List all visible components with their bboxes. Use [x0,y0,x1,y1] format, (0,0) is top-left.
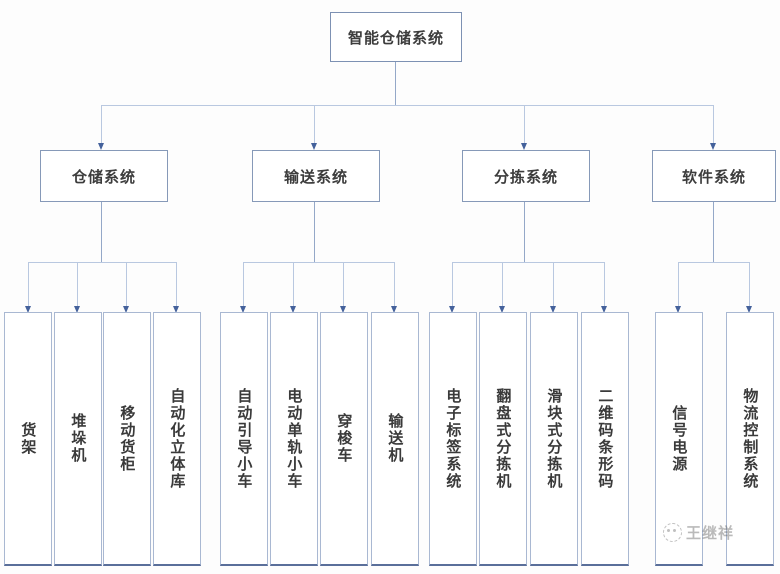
arrow-leaf-0-0 [24,306,31,313]
node-root[interactable]: 智能仓储系统 [330,12,462,62]
connector-group1-bar [243,262,394,263]
node-leaf-label: 电动单轨小车 [285,387,304,490]
arrow-leaf-2-2 [549,306,556,313]
connector-group2-leafdrop-1 [502,262,503,306]
connector-group3-bar [678,262,749,263]
connector-branch-drop-1 [314,105,315,143]
node-leaf-label: 物流控制系统 [741,387,760,490]
node-branch-software[interactable]: 软件系统 [652,150,776,202]
arrow-leaf-0-3 [172,306,179,313]
connector-group3-stem [713,202,714,262]
arrow-leaf-1-1 [289,306,296,313]
node-leaf-label: 电子标签系统 [444,387,463,490]
node-leaf-sliding-shoe-sorter[interactable]: 滑块式分拣机 [530,312,578,566]
connector-group0-stem [101,202,102,262]
node-leaf-label: 移动货柜 [118,404,137,473]
connector-group2-leafdrop-3 [604,262,605,306]
connector-root-stem [395,62,396,105]
connector-group1-leafdrop-1 [293,262,294,306]
node-branch-label: 软件系统 [681,167,746,186]
arrow-leaf-2-3 [600,306,607,313]
connector-group1-leafdrop-3 [394,262,395,306]
node-leaf-label: 滑块式分拣机 [545,387,564,490]
connector-group0-bar [28,262,176,263]
arrow-leaf-1-2 [339,306,346,313]
connector-group0-leafdrop-3 [176,262,177,306]
node-leaf-qr-barcode[interactable]: 二维码条形码 [581,312,629,566]
arrow-leaf-1-0 [239,306,246,313]
connector-level1-bar [101,105,713,106]
node-leaf-monorail-car[interactable]: 电动单轨小车 [270,312,318,566]
connector-group1-leafdrop-2 [343,262,344,306]
connector-group2-leafdrop-2 [553,262,554,306]
node-branch-conveying[interactable]: 输送系统 [252,150,380,202]
node-leaf-label: 自动引导小车 [235,387,254,490]
node-branch-storage[interactable]: 仓储系统 [40,150,168,202]
node-leaf-label: 翻盘式分拣机 [494,387,513,490]
connector-branch-drop-0 [101,105,102,143]
node-leaf-shuttle[interactable]: 穿梭车 [320,312,368,566]
connector-group2-stem [524,202,525,262]
node-branch-label: 仓储系统 [71,167,136,186]
node-leaf-conveyor[interactable]: 输送机 [371,312,419,566]
node-leaf-tilt-tray-sorter[interactable]: 翻盘式分拣机 [479,312,527,566]
connector-group3-leafdrop-0 [678,262,679,306]
node-leaf-mobile-container[interactable]: 移动货柜 [103,312,151,566]
arrow-leaf-0-2 [122,306,129,313]
node-leaf-agv[interactable]: 自动引导小车 [220,312,268,566]
arrow-leaf-3-0 [674,306,681,313]
arrow-leaf-3-1 [745,306,752,313]
node-leaf-label: 自动化立体库 [168,387,187,490]
node-leaf-label: 信号电源 [670,404,689,473]
node-leaf-logistics-control-system[interactable]: 物流控制系统 [726,312,774,566]
node-leaf-label: 穿梭车 [335,413,354,464]
node-leaf-label: 货架 [19,421,38,456]
node-leaf-stacker[interactable]: 堆垛机 [54,312,102,566]
node-branch-sorting[interactable]: 分拣系统 [462,150,590,202]
node-branch-label: 分拣系统 [493,167,558,186]
arrow-leaf-0-1 [73,306,80,313]
connector-group0-leafdrop-0 [28,262,29,306]
arrow-leaf-1-3 [390,306,397,313]
arrow-branch-0 [97,143,104,150]
node-leaf-etag-system[interactable]: 电子标签系统 [429,312,477,566]
node-leaf-label: 二维码条形码 [596,387,615,490]
connector-group0-leafdrop-1 [77,262,78,306]
connector-group0-leafdrop-2 [126,262,127,306]
arrow-branch-1 [310,143,317,150]
connector-branch-drop-3 [713,105,714,143]
node-leaf-signal-power[interactable]: 信号电源 [655,312,703,566]
connector-group3-leafdrop-1 [749,262,750,306]
connector-group1-leafdrop-0 [243,262,244,306]
node-branch-label: 输送系统 [283,167,348,186]
node-leaf-label: 输送机 [386,413,405,464]
connector-branch-drop-2 [524,105,525,143]
arrow-leaf-2-0 [448,306,455,313]
connector-group2-leafdrop-0 [452,262,453,306]
arrow-leaf-2-1 [498,306,505,313]
node-root-label: 智能仓储系统 [347,28,444,47]
arrow-branch-3 [709,143,716,150]
arrow-branch-2 [520,143,527,150]
connector-group1-stem [314,202,315,262]
connector-group2-bar [452,262,604,263]
node-leaf-rack[interactable]: 货架 [4,312,52,566]
node-leaf-label: 堆垛机 [69,413,88,464]
node-leaf-automated-warehouse[interactable]: 自动化立体库 [153,312,201,566]
